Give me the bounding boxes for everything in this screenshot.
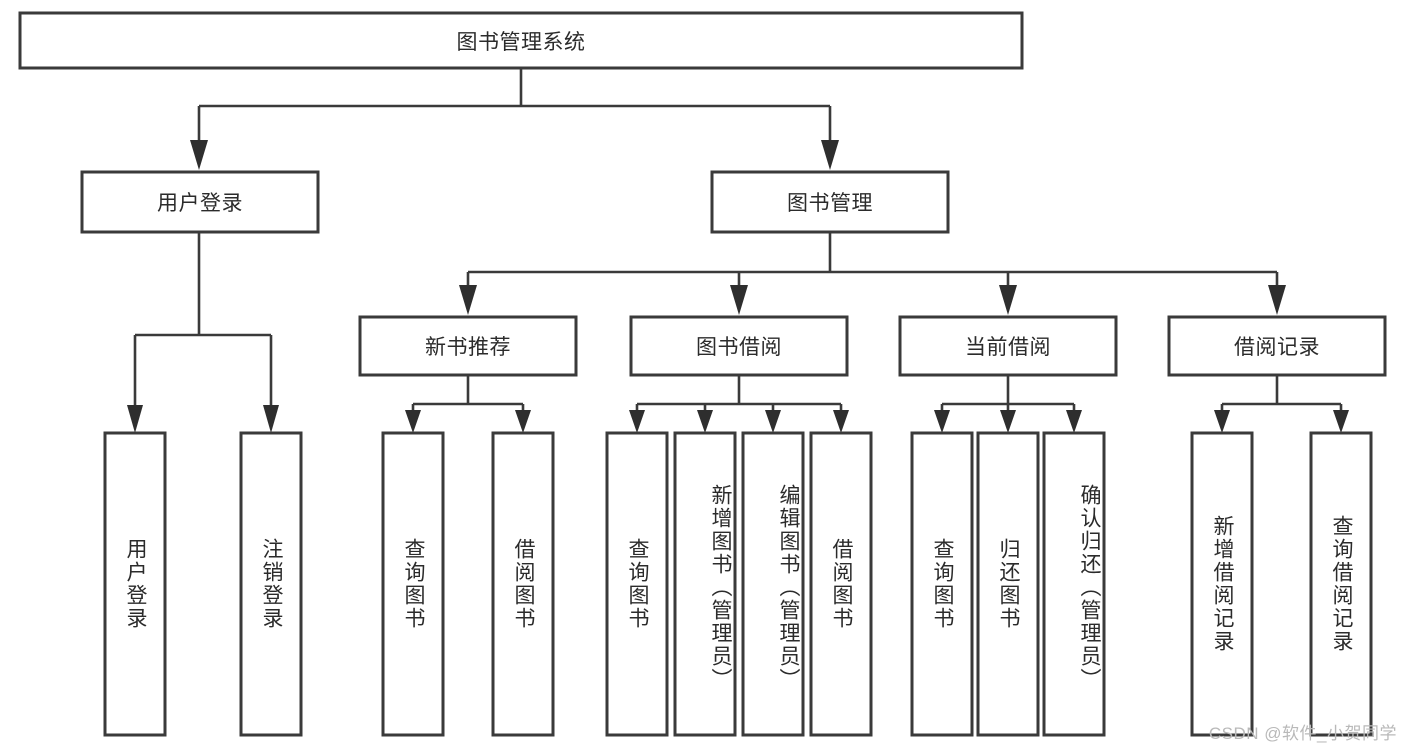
leaf-box[interactable] [976,431,1040,737]
node-current-borrow[interactable] [898,315,1118,377]
leaf-box[interactable] [381,431,445,737]
leaf-box[interactable] [1309,431,1373,737]
leaf-box[interactable] [1042,431,1106,737]
connector-borrowrecord-to-leaves [1214,375,1349,433]
leaf-box[interactable] [910,431,974,737]
connector-root-to-level1 [190,68,839,170]
connector-newbook-to-leaves [405,375,531,433]
leaf-box[interactable] [673,431,737,737]
connector-currentborrow-to-leaves [934,375,1082,433]
csdn-watermark: CSDN @软件_小贺同学 [1208,724,1397,743]
leaf-box[interactable] [103,431,167,737]
leaf-box[interactable] [1190,431,1254,737]
leaf-box[interactable] [605,431,669,737]
leaf-box[interactable] [741,431,805,737]
node-user-login[interactable] [80,170,320,234]
connector-userlogin-to-leaves [127,232,279,433]
leaf-box[interactable] [491,431,555,737]
node-root[interactable] [18,11,1024,70]
node-book-borrow[interactable] [629,315,849,377]
node-book-management[interactable] [710,170,950,234]
node-new-book-recommend[interactable] [358,315,578,377]
connector-bookmgmt-to-level2 [459,232,1286,315]
leaf-box[interactable] [239,431,303,737]
leaf-box[interactable] [809,431,873,737]
connector-bookborrow-to-leaves [629,375,849,433]
node-borrow-record[interactable] [1167,315,1387,377]
